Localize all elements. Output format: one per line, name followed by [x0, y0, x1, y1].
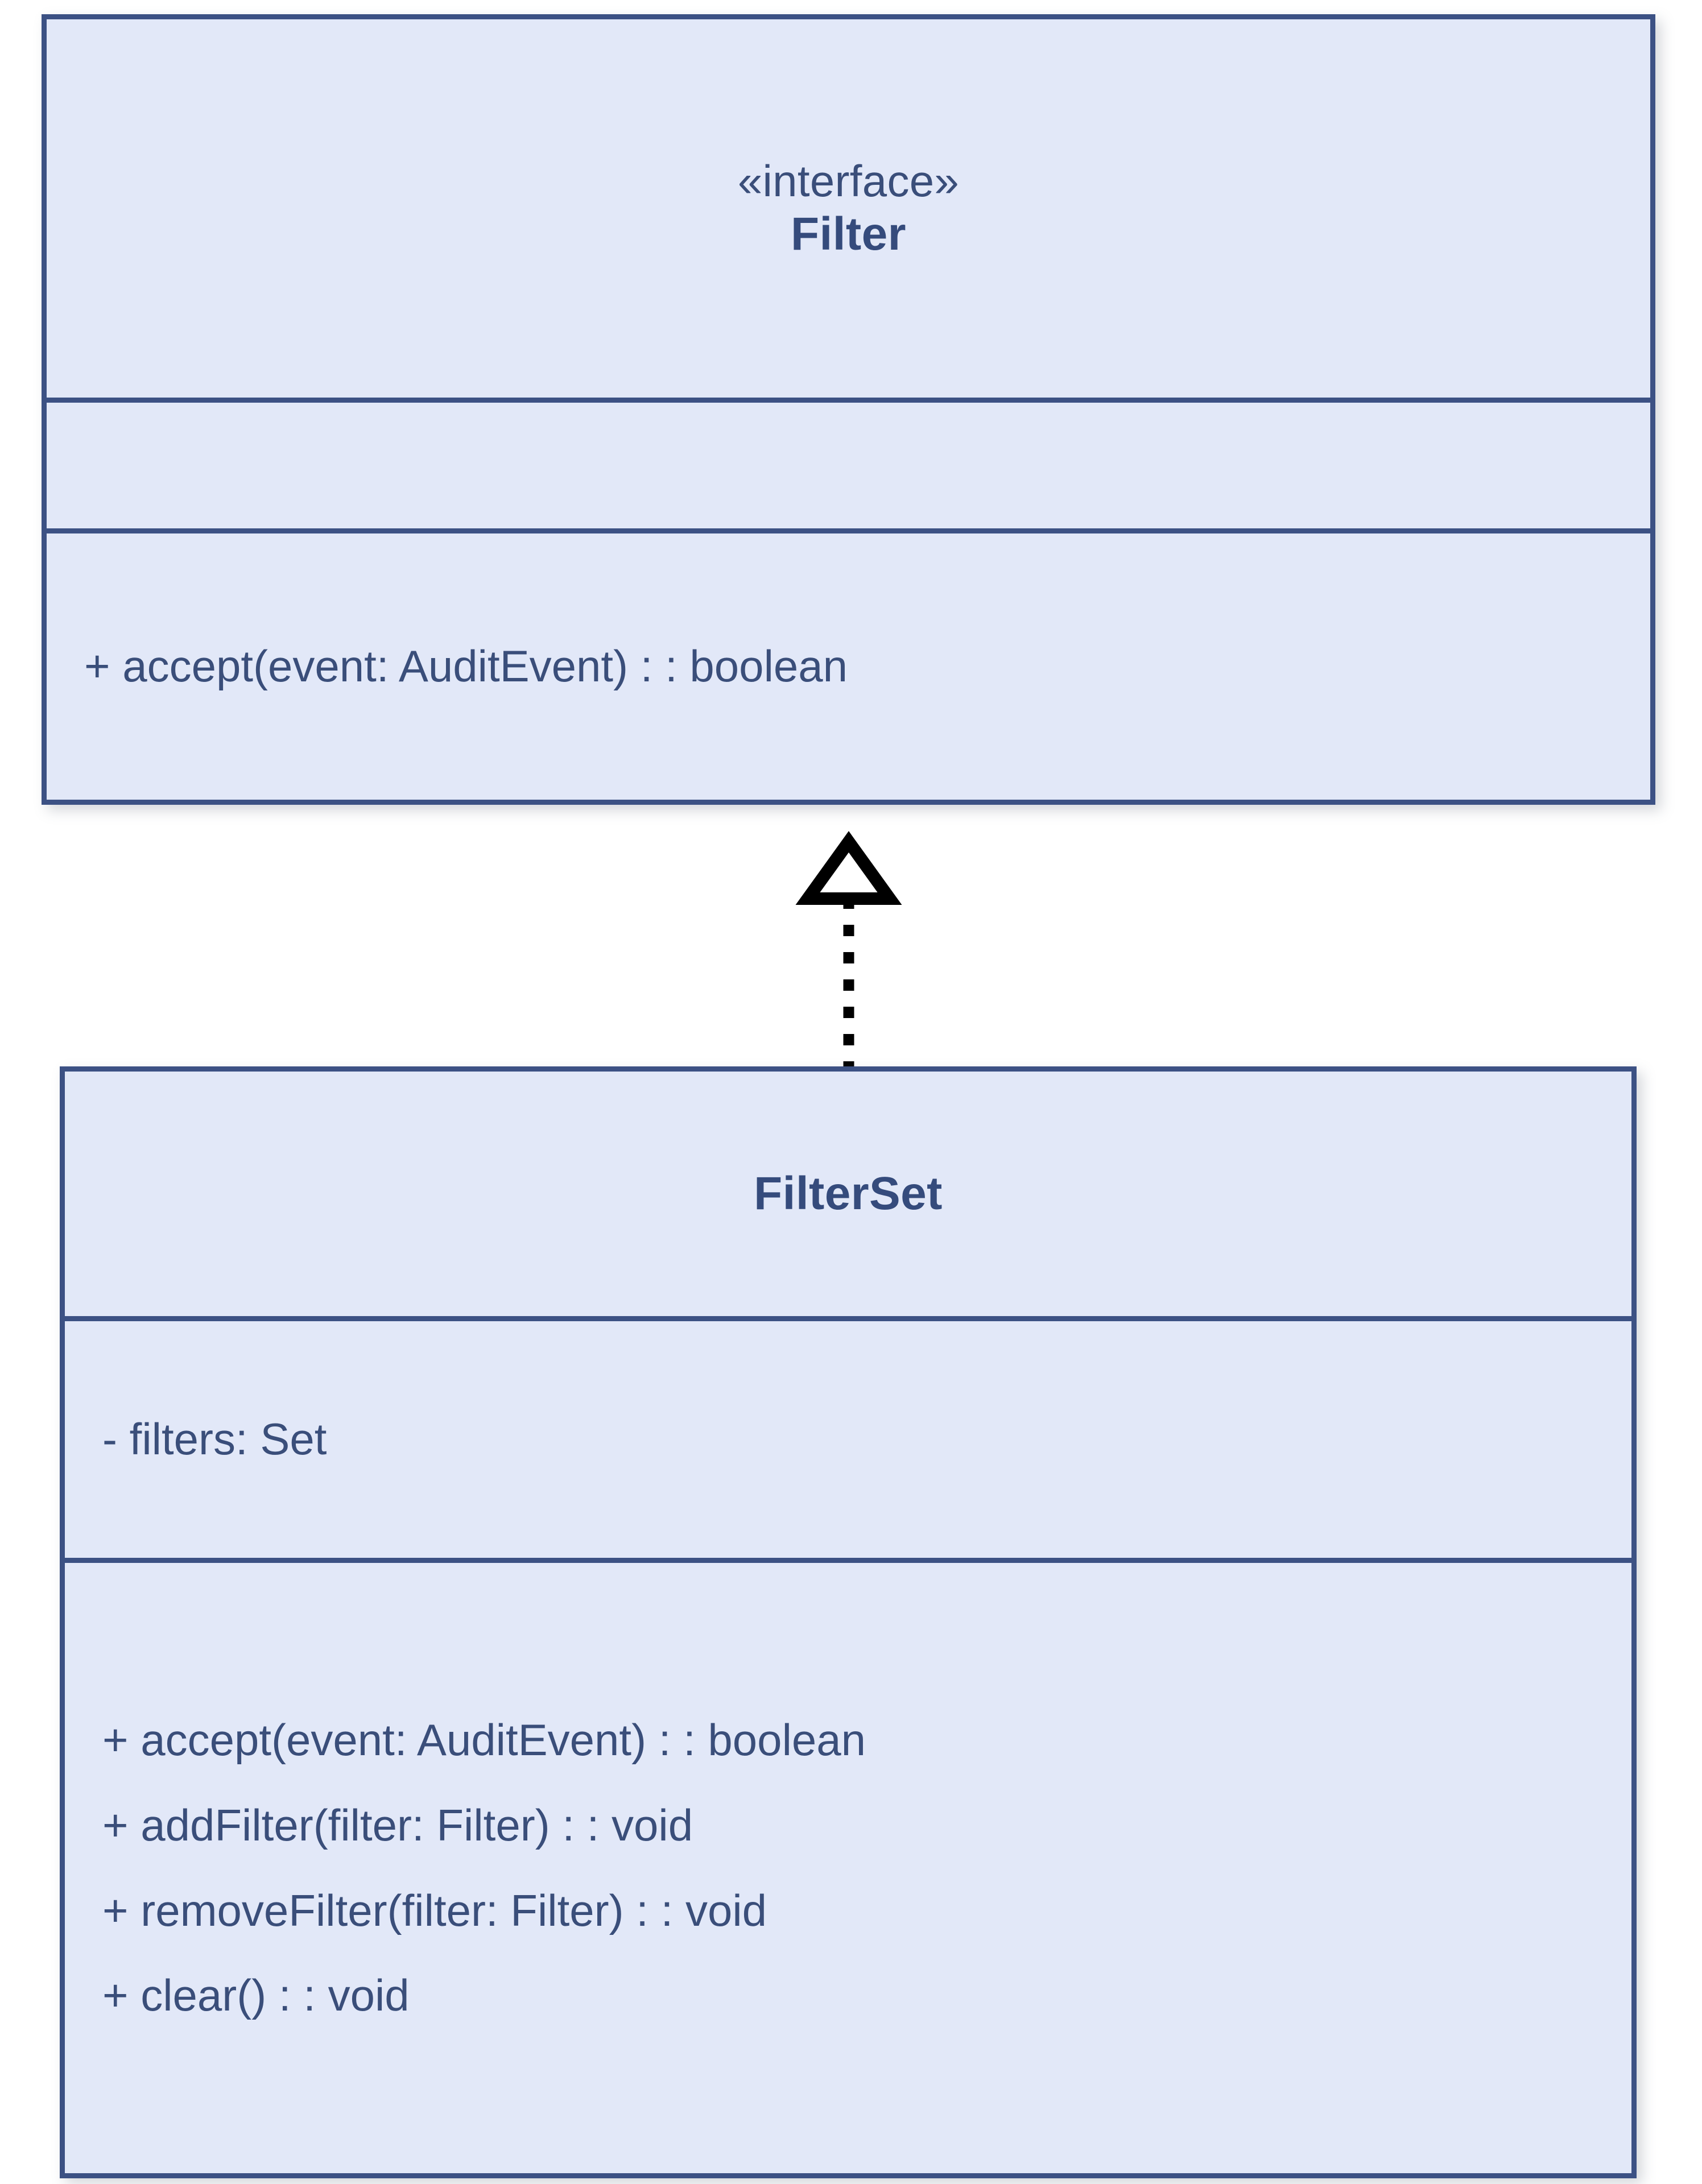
- class-methods-filterset: + accept(event: AuditEvent) : : boolean …: [65, 1558, 1631, 2173]
- class-attributes-filterset: - filters: Set: [65, 1316, 1631, 1558]
- attribute-line: - filters: Set: [102, 1414, 327, 1465]
- class-methods-filter: + accept(event: AuditEvent) : : boolean: [47, 528, 1650, 800]
- class-name-label: Filter: [791, 208, 906, 260]
- method-line: + removeFilter(filter: Filter) : : void: [102, 1885, 767, 1935]
- realization-connector: [792, 830, 906, 1069]
- hollow-triangle-arrowhead: [795, 831, 902, 905]
- class-box-filterset[interactable]: FilterSet - filters: Set + accept(event:…: [60, 1066, 1637, 2178]
- class-name-label: FilterSet: [754, 1167, 943, 1219]
- class-attributes-filter: [47, 398, 1650, 528]
- method-line: + clear() : : void: [102, 1970, 410, 2021]
- class-header-filter: «interface» Filter: [47, 19, 1650, 398]
- class-header-filterset: FilterSet: [65, 1072, 1631, 1316]
- method-line: + accept(event: AuditEvent) : : boolean: [102, 1715, 866, 1765]
- stereotype-label: «interface»: [737, 156, 960, 206]
- method-line: + addFilter(filter: Filter) : : void: [102, 1800, 693, 1850]
- class-box-filter[interactable]: «interface» Filter + accept(event: Audit…: [42, 14, 1655, 805]
- method-line: + accept(event: AuditEvent) : : boolean: [84, 641, 848, 692]
